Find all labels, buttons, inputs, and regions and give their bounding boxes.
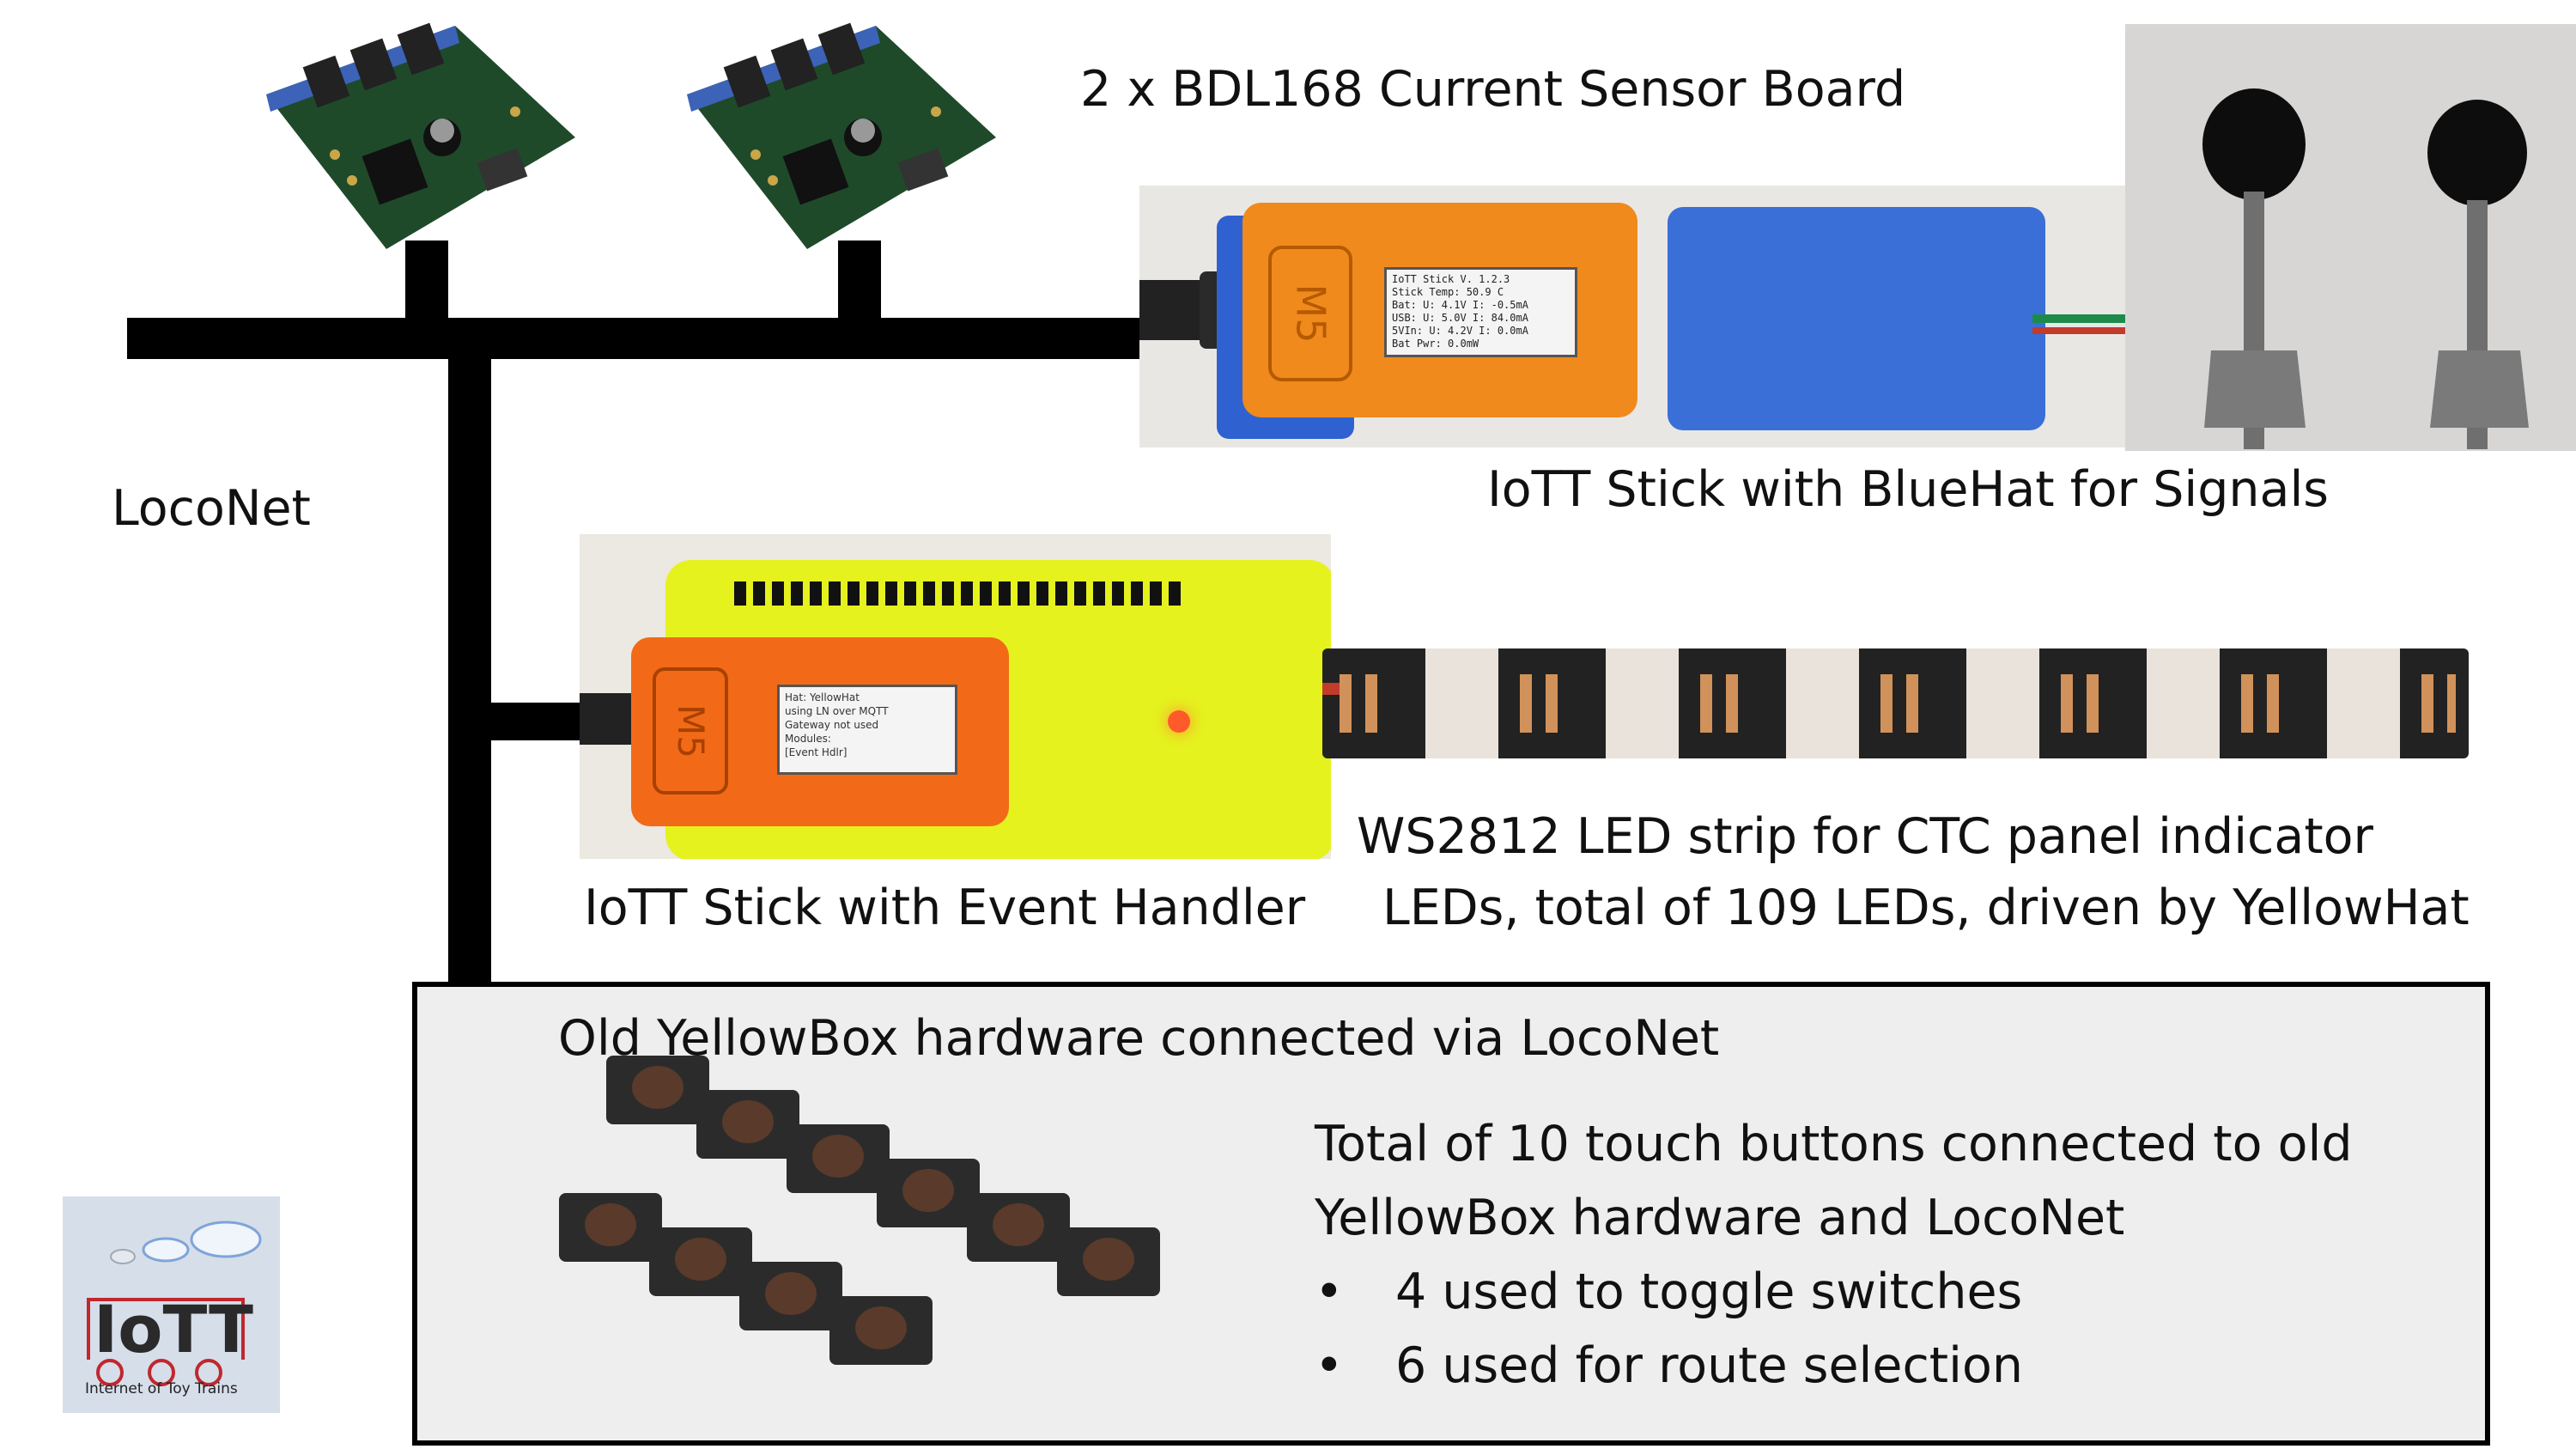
bluehat-screen: IoTT Stick V. 1.2.3 Stick Temp: 50.9 C B…	[1384, 267, 1577, 357]
signal-wires-red	[2032, 327, 2125, 334]
led-strip-caption-line2: LEDs, total of 109 LEDs, driven by Yello…	[1382, 880, 2470, 936]
bdl168-board-left	[266, 22, 575, 249]
screen-line: Stick Temp: 50.9 C	[1392, 286, 1504, 298]
touch-button-icon	[696, 1090, 799, 1159]
screen-line: Bat Pwr: 0.0mW	[1392, 338, 1479, 350]
orange-stick-body: M5 Hat: YellowHat using LN over MQTT Gat…	[631, 637, 1009, 826]
screen-line: [Event Hdlr]	[785, 746, 848, 758]
touch-button-icon	[606, 1056, 709, 1124]
description-line: YellowBox hardware and LocoNet	[1315, 1190, 2125, 1246]
bluehat-module	[1668, 207, 2045, 430]
yellowbox-panel: Old YellowBox hardware connected via Loc…	[412, 982, 2490, 1446]
touch-button-icon	[877, 1159, 980, 1227]
bdl168-title: 2 x BDL168 Current Sensor Board	[1080, 61, 1906, 118]
touch-button-icon	[787, 1124, 890, 1193]
m5-logo-text: M5	[1287, 283, 1334, 344]
loconet-bus-vertical	[448, 318, 491, 1005]
iott-logo: IoTT Internet of Toy Trains	[63, 1196, 280, 1413]
led-strip-pads	[1340, 674, 2456, 733]
m5-logo: M5	[1268, 246, 1352, 381]
screen-line: Modules:	[785, 733, 831, 745]
event-handler-photo: M5 Hat: YellowHat using LN over MQTT Gat…	[580, 534, 1331, 859]
touch-button-icon	[739, 1262, 842, 1330]
status-led-icon	[1168, 710, 1190, 733]
touch-button-icon	[1057, 1227, 1160, 1296]
signal-wires	[2032, 314, 2125, 323]
m5-logo-text: M5	[669, 703, 712, 758]
screen-line: using LN over MQTT	[785, 705, 889, 717]
bluehat-caption: IoTT Stick with BlueHat for Signals	[1487, 461, 2329, 518]
usb-cable-icon	[580, 693, 640, 745]
usage-item: 6 used for route selection	[1315, 1329, 2353, 1403]
touch-button-icon	[829, 1296, 933, 1365]
event-handler-caption: IoTT Stick with Event Handler	[584, 880, 1306, 936]
screen-line: Bat: U: 4.1V I: -0.5mA	[1392, 299, 1528, 311]
led-strip-photo	[1322, 648, 2469, 758]
touch-buttons-group	[559, 1056, 1173, 1434]
screen-line: 5VIn: U: 4.2V I: 0.0mA	[1392, 325, 1528, 337]
m5-logo: M5	[653, 667, 728, 795]
usage-list: 4 used to toggle switches 6 used for rou…	[1315, 1255, 2353, 1403]
orange-stick-body: M5 IoTT Stick V. 1.2.3 Stick Temp: 50.9 …	[1242, 203, 1637, 417]
screen-line: IoTT Stick V. 1.2.3	[1392, 273, 1510, 285]
touch-button-icon	[967, 1193, 1070, 1262]
bdl168-drop-left	[405, 240, 448, 335]
loconet-bus-horizontal	[127, 318, 1142, 359]
logo-text: IoTT	[94, 1291, 253, 1367]
bluehat-stick-photo: M5 IoTT Stick V. 1.2.3 Stick Temp: 50.9 …	[1139, 186, 2125, 447]
yellowbox-description: Total of 10 touch buttons connected to o…	[1315, 1107, 2353, 1403]
bdl168-drop-right	[838, 240, 881, 335]
logo-subtitle: Internet of Toy Trains	[85, 1380, 238, 1397]
led-strip-caption-line1: WS2812 LED strip for CTC panel indicator	[1357, 808, 2373, 865]
cloud-icon	[87, 1221, 262, 1386]
event-handler-screen: Hat: YellowHat using LN over MQTT Gatewa…	[777, 685, 957, 775]
screen-line: USB: U: 5.0V I: 84.0mA	[1392, 312, 1528, 324]
screen-line: Hat: YellowHat	[785, 691, 860, 703]
screen-line: Gateway not used	[785, 719, 879, 731]
event-handler-branch	[491, 703, 594, 740]
touch-button-icon	[649, 1227, 752, 1296]
signals-photo	[2125, 24, 2576, 451]
loconet-label: LocoNet	[112, 480, 311, 537]
yellowbox-title: Old YellowBox hardware connected via Loc…	[558, 1010, 1720, 1067]
usage-item: 4 used to toggle switches	[1315, 1255, 2353, 1329]
description-line: Total of 10 touch buttons connected to o…	[1315, 1116, 2353, 1172]
touch-button-icon	[559, 1193, 662, 1262]
bdl168-board-right	[687, 22, 996, 249]
signal-masts-icon	[2202, 88, 2529, 449]
pin-header-icon	[734, 581, 1181, 606]
